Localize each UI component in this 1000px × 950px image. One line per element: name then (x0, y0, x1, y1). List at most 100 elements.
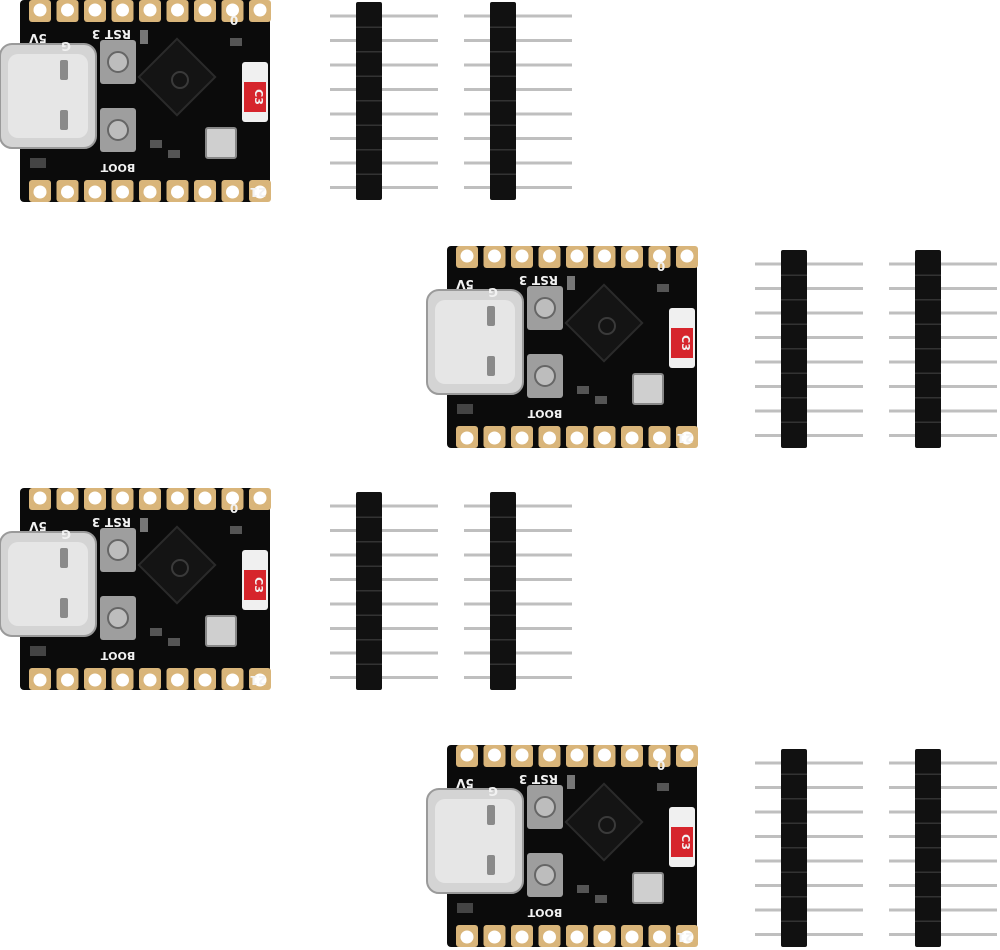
pin (330, 63, 438, 67)
header-3a (330, 492, 438, 690)
led (30, 646, 46, 656)
hole-bottom (653, 930, 666, 944)
smd-component (230, 526, 242, 534)
hole-top (543, 249, 556, 263)
hole-top (171, 491, 184, 505)
pin (330, 186, 438, 189)
header-segment (915, 421, 941, 423)
pin (889, 360, 997, 364)
header-segment (356, 590, 382, 592)
smd-component (657, 284, 669, 292)
pin (330, 651, 438, 655)
esp32-chip (137, 37, 217, 117)
hole-top (653, 748, 666, 762)
header-segment (490, 639, 516, 641)
label-g: G (61, 39, 71, 53)
pin (330, 137, 438, 140)
pin (330, 161, 438, 165)
header-segment (490, 173, 516, 175)
pin (330, 578, 438, 581)
hole-bottom (88, 673, 102, 687)
label-rst: RST (531, 772, 558, 786)
usb-c-slot (60, 548, 68, 568)
header-1b (464, 2, 572, 200)
header-1a (330, 2, 438, 200)
pin (755, 884, 863, 887)
header-segment (490, 614, 516, 616)
pin (889, 262, 997, 266)
header-segment (490, 590, 516, 592)
label-3: 3 (519, 772, 527, 786)
pin (464, 63, 572, 67)
label-boot: BOOT (100, 161, 135, 174)
header-segment (356, 614, 382, 616)
label-21: 21 (250, 673, 267, 687)
hole-top (680, 249, 694, 263)
usb-c-slot (60, 110, 68, 130)
pin (755, 360, 863, 364)
hole-bottom (226, 673, 239, 687)
pin (889, 908, 997, 912)
header-segment (781, 323, 807, 325)
usb-c-shell (435, 300, 515, 384)
header-segment (356, 541, 382, 543)
hole-bottom (598, 431, 611, 445)
usb-c-shell (8, 54, 88, 138)
hole-top (143, 3, 157, 17)
hole-bottom (198, 673, 212, 687)
chip-logo (598, 816, 616, 834)
label-0: 0 (657, 259, 665, 273)
header-segment (356, 173, 382, 175)
hole-bottom (680, 431, 694, 445)
pin (330, 504, 438, 508)
header-segment (490, 565, 516, 567)
header-segment (490, 26, 516, 28)
hole-top (680, 748, 694, 762)
smd-component (168, 150, 180, 158)
chip-logo (171, 559, 189, 577)
header-segment (915, 348, 941, 350)
crystal (205, 127, 237, 159)
header-segment (490, 51, 516, 53)
pin (464, 602, 572, 606)
pin (464, 627, 572, 630)
hole-top (653, 249, 666, 263)
label-5v: 5V (455, 776, 473, 790)
boot-button-cap (534, 365, 556, 387)
header-segment (915, 822, 941, 824)
hole-bottom (198, 185, 212, 199)
hole-top (570, 249, 584, 263)
label-21: 21 (677, 930, 694, 944)
boot-button-cap (534, 864, 556, 886)
hole-top (598, 249, 611, 263)
hole-bottom (598, 930, 611, 944)
smd-component (150, 628, 162, 636)
header-segment (915, 323, 941, 325)
hole-top (226, 3, 239, 17)
header-segment (781, 773, 807, 775)
label-0: 0 (230, 501, 238, 515)
smd-component (168, 638, 180, 646)
hole-top (515, 249, 529, 263)
pin (330, 88, 438, 91)
header-segment (915, 847, 941, 849)
header-segment (490, 149, 516, 151)
label-rst: RST (531, 273, 558, 287)
antenna-label: C3 (252, 89, 265, 105)
hole-bottom (253, 185, 267, 199)
hole-bottom (488, 930, 501, 944)
hole-top (625, 748, 639, 762)
hole-top (61, 3, 74, 17)
hole-bottom (460, 930, 474, 944)
header-segment (781, 847, 807, 849)
hole-bottom (116, 673, 129, 687)
pin (755, 287, 863, 290)
hole-top (61, 491, 74, 505)
smd-component (140, 518, 148, 532)
usb-c-shell (435, 799, 515, 883)
header-segment (781, 397, 807, 399)
smd-component (657, 783, 669, 791)
header-4a (755, 749, 863, 947)
hole-bottom (570, 431, 584, 445)
